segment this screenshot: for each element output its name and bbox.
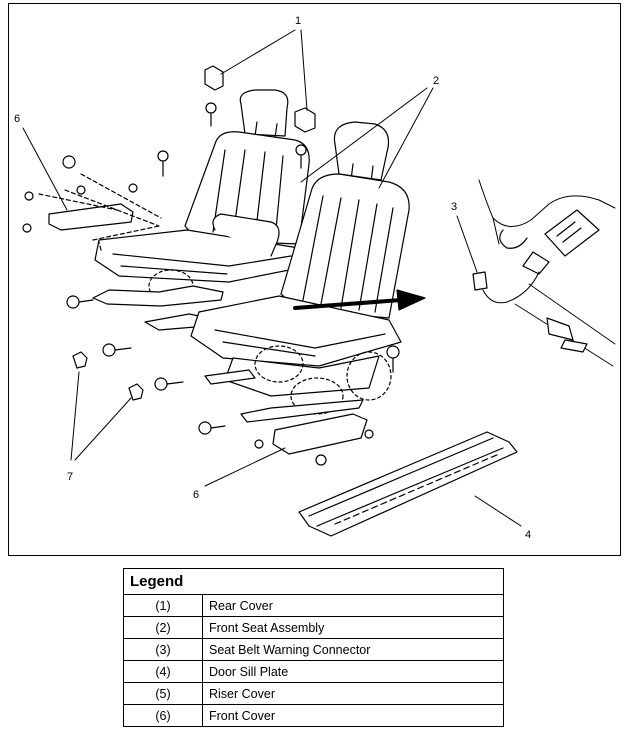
legend-label: Seat Belt Warning Connector bbox=[202, 638, 504, 661]
legend-title: Legend bbox=[123, 568, 504, 595]
seat-belt-detail-drawing bbox=[472, 179, 616, 367]
legend-label: Door Sill Plate bbox=[202, 660, 504, 683]
rear-seat-drawing bbox=[92, 89, 310, 331]
detail-arrow bbox=[293, 289, 426, 311]
callout-6-left: 6 bbox=[14, 113, 21, 125]
rear-cover-parts bbox=[204, 65, 316, 133]
bolts bbox=[66, 102, 400, 435]
callout-6-bottom: 6 bbox=[193, 489, 200, 501]
legend-table: Legend (1) Rear Cover (2) Front Seat Ass… bbox=[123, 568, 504, 727]
callout-4: 4 bbox=[525, 529, 532, 541]
door-sill-plate-drawing bbox=[298, 431, 518, 537]
legend-label: Rear Cover bbox=[202, 594, 504, 617]
legend-number: (6) bbox=[123, 704, 203, 727]
legend-row: (1) Rear Cover bbox=[123, 594, 504, 617]
legend-header-row: Legend bbox=[123, 568, 504, 595]
callout-1: 1 bbox=[295, 15, 302, 27]
legend-number: (3) bbox=[123, 638, 203, 661]
legend-row: (5) Riser Cover bbox=[123, 682, 504, 705]
leader-lines bbox=[22, 29, 522, 527]
legend-label: Front Seat Assembly bbox=[202, 616, 504, 639]
legend-number: (5) bbox=[123, 682, 203, 705]
callout-2: 2 bbox=[433, 75, 440, 87]
legend-number: (2) bbox=[123, 616, 203, 639]
legend-row: (3) Seat Belt Warning Connector bbox=[123, 638, 504, 661]
legend-row: (6) Front Cover bbox=[123, 704, 504, 727]
front-cover-bracket-left bbox=[22, 155, 162, 251]
legend-number: (4) bbox=[123, 660, 203, 683]
seat-diagram-drawing bbox=[22, 29, 616, 537]
legend-number: (1) bbox=[123, 594, 203, 617]
legend-row: (2) Front Seat Assembly bbox=[123, 616, 504, 639]
riser-cover-parts bbox=[72, 351, 144, 401]
callout-3: 3 bbox=[451, 201, 458, 213]
front-seat-drawing bbox=[190, 121, 410, 423]
legend-row: (4) Door Sill Plate bbox=[123, 660, 504, 683]
front-cover-bracket-bottom bbox=[254, 413, 374, 466]
seat-diagram: 1 2 3 4 6 6 7 bbox=[8, 3, 621, 556]
callout-7: 7 bbox=[67, 471, 74, 483]
legend-label: Front Cover bbox=[202, 704, 504, 727]
legend-label: Riser Cover bbox=[202, 682, 504, 705]
